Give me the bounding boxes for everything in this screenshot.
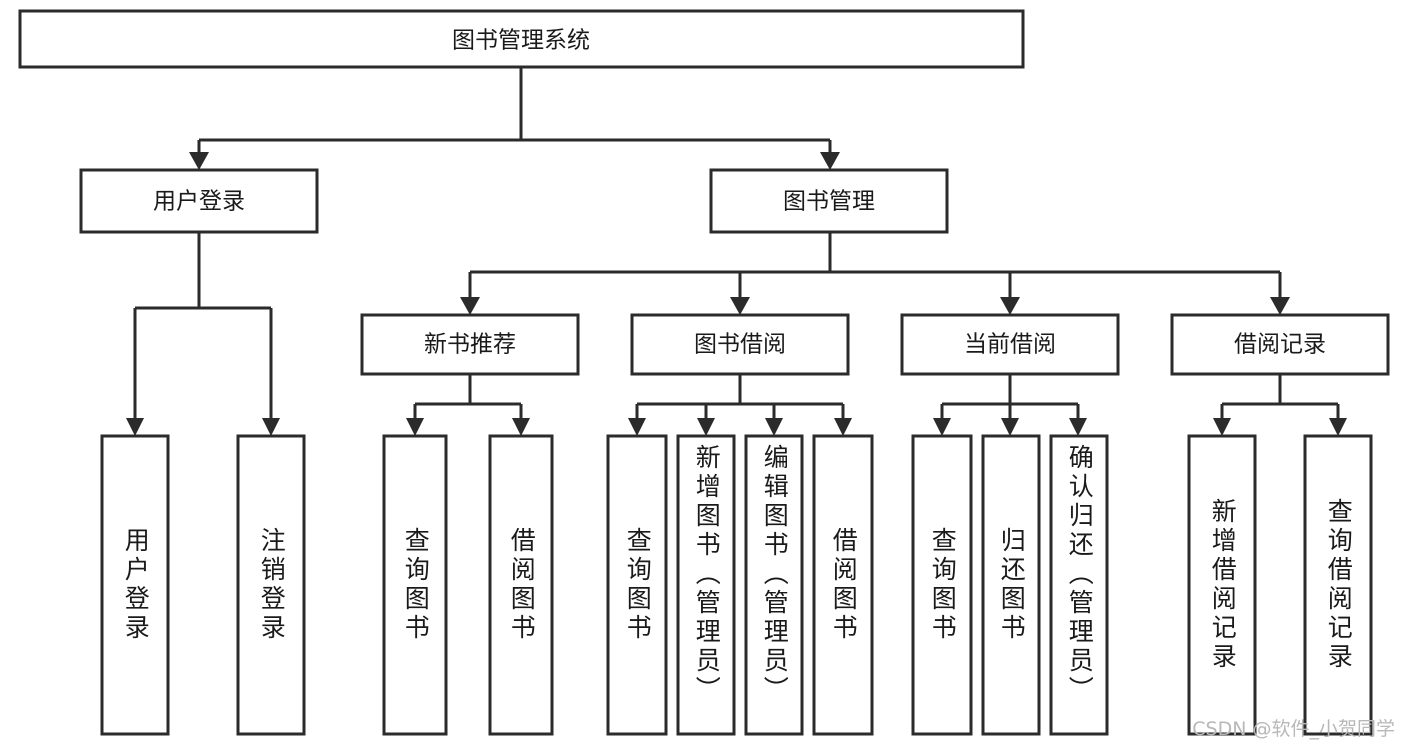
leaf-box-records-2[interactable] bbox=[1303, 434, 1373, 736]
leaf-box-user-login-1[interactable] bbox=[100, 434, 170, 736]
leaf-box-current-1[interactable] bbox=[911, 434, 973, 736]
node-new-book-recommend-label: 新书推荐 bbox=[424, 332, 516, 358]
node-current-borrow-label: 当前借阅 bbox=[964, 332, 1056, 358]
node-current-borrow[interactable]: 当前借阅 bbox=[900, 313, 1120, 376]
node-root[interactable]: 图书管理系统 bbox=[18, 9, 1025, 69]
connector-recommend-to-leaves bbox=[406, 374, 530, 436]
connector-borrow-to-leaves bbox=[628, 374, 852, 436]
node-borrow-records-label: 借阅记录 bbox=[1234, 332, 1326, 358]
node-user-login-label: 用户登录 bbox=[153, 189, 245, 215]
node-book-borrow[interactable]: 图书借阅 bbox=[630, 313, 850, 376]
leaf-box-recommend-2[interactable] bbox=[488, 434, 554, 736]
leaf-box-user-login-2[interactable] bbox=[236, 434, 306, 736]
leaf-box-recommend-1[interactable] bbox=[382, 434, 448, 736]
leaf-box-borrow-3[interactable] bbox=[744, 434, 804, 736]
node-root-label: 图书管理系统 bbox=[452, 28, 590, 54]
connector-user-login-to-leaves bbox=[126, 232, 280, 436]
connector-current-to-leaves bbox=[933, 374, 1087, 436]
leaf-box-records-1[interactable] bbox=[1187, 434, 1257, 736]
node-borrow-records[interactable]: 借阅记录 bbox=[1170, 313, 1390, 376]
connector-records-to-leaves bbox=[1213, 374, 1347, 436]
leaf-box-borrow-1[interactable] bbox=[606, 434, 668, 736]
node-book-manage-label: 图书管理 bbox=[783, 189, 875, 215]
csdn-watermark: CSDN @软件_小贺同学 bbox=[1192, 718, 1395, 740]
leaf-box-borrow-2[interactable] bbox=[676, 434, 736, 736]
leaf-box-borrow-4[interactable] bbox=[812, 434, 874, 736]
leaf-box-current-3[interactable] bbox=[1049, 434, 1109, 736]
node-user-login[interactable]: 用户登录 bbox=[79, 168, 319, 234]
connector-root-to-level2 bbox=[189, 67, 840, 170]
node-book-manage[interactable]: 图书管理 bbox=[709, 168, 949, 234]
node-book-borrow-label: 图书借阅 bbox=[694, 332, 786, 358]
leaf-box-current-2[interactable] bbox=[981, 434, 1041, 736]
node-new-book-recommend[interactable]: 新书推荐 bbox=[360, 313, 580, 376]
connector-book-manage-to-level3 bbox=[460, 232, 1290, 315]
